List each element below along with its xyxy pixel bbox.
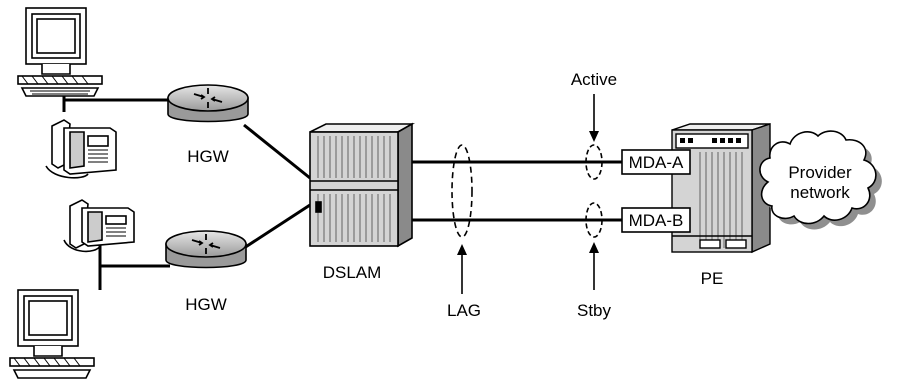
lag-ellipse [451,144,473,238]
cloud-label-line2: network [790,183,850,202]
active-arrowhead [589,131,599,142]
telephone-icon [63,199,135,253]
dslam-label: DSLAM [323,263,382,282]
router-icon [165,230,247,269]
pe-router-chassis-icon [671,123,771,254]
pe-label: PE [701,269,724,288]
mda-b-label: MDA-B [629,211,684,230]
line-top-phone-to-hgw [62,98,172,112]
lag-arrowhead [457,244,467,255]
hgw-bottom-label: HGW [185,295,227,314]
active-label: Active [571,70,617,89]
router-icon [167,84,249,123]
standby-arrowhead [589,242,599,253]
line-bottom-phone-to-hgw [98,244,170,268]
telephone-icon [45,119,117,179]
active-ellipse [585,144,603,180]
dslam-rack-icon [309,122,416,248]
cloud-label-line1: Provider [788,163,852,182]
line-hgw-top-to-dslam [243,123,311,180]
mda-b-box [621,207,691,233]
computer-icon [17,7,103,97]
standby-ellipse [585,202,603,238]
line-hgw-bottom-to-dslam [243,203,311,250]
mda-a-label: MDA-A [629,153,684,172]
hgw-top-label: HGW [187,147,229,166]
cloud-icon [759,130,882,230]
lag-label: LAG [447,301,481,320]
computer-icon [9,289,95,379]
mda-a-box [621,149,691,175]
stby-label: Stby [577,301,612,320]
